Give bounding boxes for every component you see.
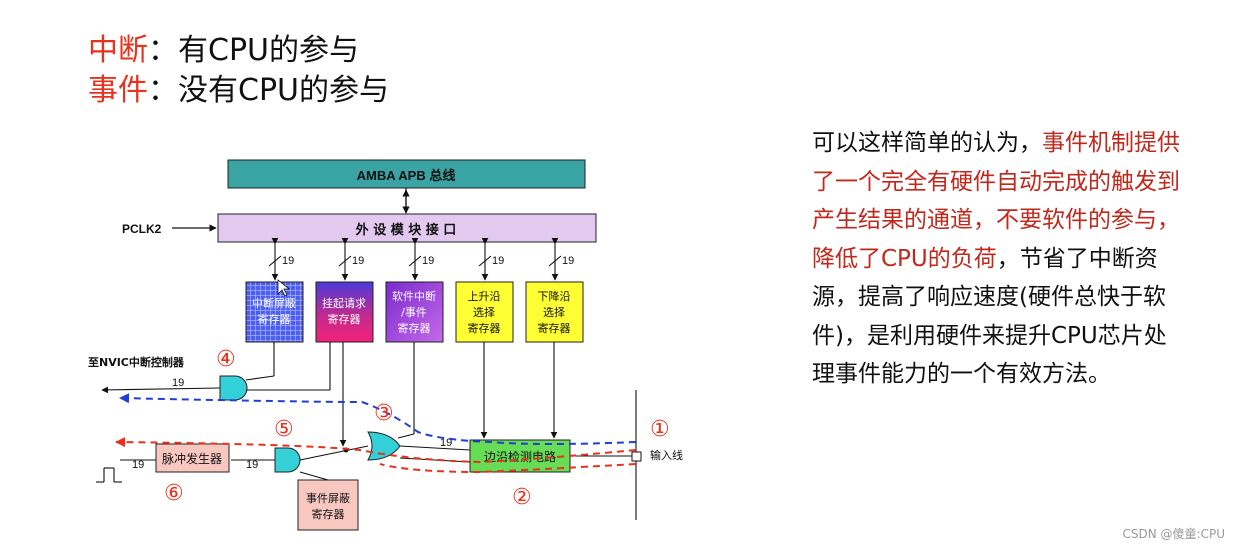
bus-width-2: 19: [352, 255, 364, 267]
reg3-line2: /事件: [401, 306, 427, 319]
or-gate: [367, 431, 401, 461]
event-path-red: [115, 437, 637, 464]
marker-5: ⑤: [274, 417, 294, 442]
event-mask-register: [297, 479, 359, 531]
peripheral-interface-label: 外 设 模 块 接 口: [355, 222, 457, 238]
title-event-rest: ：没有CPU的参与: [148, 73, 389, 108]
interrupt-path-blue: [119, 393, 637, 445]
wire-width-or: 19: [440, 437, 452, 449]
register-connectors: [268, 238, 562, 281]
event-mask-line1: 事件屏蔽: [306, 492, 350, 505]
bus-width-4: 19: [492, 255, 504, 267]
event-path-red-lower: [379, 463, 637, 474]
signal-wiring: [96, 342, 637, 520]
event-and-gate: [274, 447, 301, 473]
reg3-line1: 软件中断: [392, 289, 436, 303]
pulse-generator-label: 脉冲发生器: [162, 451, 222, 466]
reg3-line3: 寄存器: [398, 321, 431, 335]
nvic-label: 至NVIC中断控制器: [88, 355, 185, 369]
marker-1: ①: [650, 417, 670, 442]
reg5-line1: 下降沿: [538, 289, 571, 303]
reg5-line3: 寄存器: [538, 321, 571, 335]
reg5-line2: 选择: [543, 305, 565, 319]
bus-width-1: 19: [282, 255, 294, 267]
description-part1: 可以这样简单的认为，: [812, 130, 1042, 156]
marker-3: ③: [374, 401, 394, 426]
pending-request-register: [315, 281, 374, 343]
event-mask-line2: 寄存器: [312, 507, 345, 521]
reg4-line3: 寄存器: [468, 321, 501, 335]
peripheral-interface: [217, 213, 597, 243]
description-part3: ，节省了中断资源，提高了响应速度(硬件总快于软件)，是利用硬件来提升CPU芯片处…: [812, 245, 1167, 388]
description-highlight: 事件机制提供了一个完全有硬件自动完成的触发到产生结果的通道，不要软件的参与，降低…: [812, 130, 1180, 272]
exti-diagram-svg: AMBA APB 总线 外 设 模 块 接 口 PCLK2 19 19 19 1…: [88, 159, 683, 531]
input-line-label: 输入线: [650, 448, 683, 462]
title-interrupt-key: 中断: [88, 33, 148, 68]
wire-width-pulse: 19: [132, 459, 144, 471]
marker-4: ④: [216, 347, 236, 372]
marker-6: ⑥: [164, 481, 184, 506]
bus-width-3: 19: [422, 255, 434, 267]
reg1-line2: 寄存器: [258, 312, 291, 326]
exti-block-diagram: AMBA APB 总线 外 设 模 块 接 口 PCLK2 19 19 19 1…: [60, 150, 720, 540]
title-event: 事件：没有CPU的参与: [88, 74, 389, 108]
pclk2-label: PCLK2: [122, 222, 162, 236]
wire-width-nvic: 19: [172, 377, 184, 389]
reg2-line1: 挂起请求: [322, 296, 366, 310]
title-event-key: 事件: [88, 73, 148, 108]
title-interrupt: 中断：有CPU的参与: [88, 34, 359, 68]
wire-width-gate: 19: [246, 459, 258, 471]
reg4-line2: 选择: [473, 305, 495, 319]
description-text: 可以这样简单的认为，事件机制提供了一个完全有硬件自动完成的触发到产生结果的通道，…: [812, 124, 1184, 394]
interrupt-mask-register: [245, 281, 304, 343]
title-interrupt-rest: ：有CPU的参与: [148, 33, 359, 68]
input-line-node: [631, 451, 642, 462]
interrupt-and-gate: [219, 375, 248, 401]
bus-width-5: 19: [562, 255, 574, 267]
amba-bus-label: AMBA APB 总线: [357, 168, 456, 183]
edge-detect-circuit: [469, 439, 571, 473]
watermark: CSDN @傻童:CPU: [1122, 527, 1225, 541]
edge-detect-label: 边沿检测电路: [484, 449, 556, 464]
falling-edge-register: [525, 281, 584, 343]
reg4-line1: 上升沿: [468, 290, 501, 303]
amba-apb-bus: [227, 159, 586, 189]
marker-2: ②: [512, 485, 532, 510]
software-interrupt-event-register: [385, 281, 444, 343]
mouse-cursor-icon: [277, 279, 291, 297]
reg2-line2: 寄存器: [328, 312, 361, 326]
reg1-line1: 中断屏蔽: [252, 296, 296, 310]
